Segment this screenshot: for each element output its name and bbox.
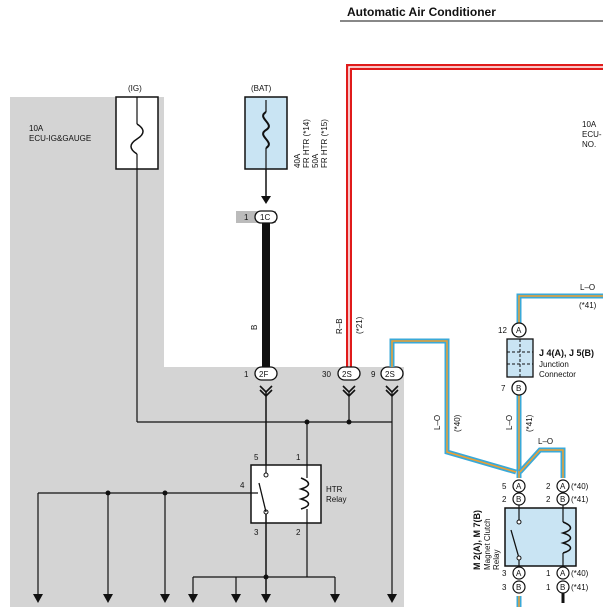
htr-pin-2: 2	[296, 528, 301, 537]
fuse-right-l2: ECU-	[582, 130, 602, 139]
mc-br1-pin: 1	[546, 569, 551, 578]
htr-name2: Relay	[326, 495, 346, 504]
junction-pin-top: 12	[498, 326, 507, 335]
fuse-bat-symbol	[262, 111, 270, 149]
c2s-a-code: 2S	[342, 370, 352, 379]
junction-name: J 4(A), J 5(B)	[539, 348, 594, 358]
mc-tr2-pin: 2	[546, 495, 551, 504]
mc-br2-pin: 1	[546, 583, 551, 592]
wire-lo-3-label: L–O	[538, 437, 553, 446]
junction-code-top: A	[516, 326, 522, 335]
mc-bl1-code: A	[516, 569, 522, 578]
junction-sub1: Junction	[539, 360, 569, 369]
fuse-bat-l4: FR HTR (*15)	[320, 119, 329, 168]
mc-coil	[560, 521, 572, 554]
wire-rb-label: R–B	[335, 318, 344, 334]
mc-tl2-pin: 2	[502, 495, 507, 504]
htr-pin-3: 3	[254, 528, 259, 537]
mc-br1-code: A	[560, 569, 566, 578]
wire-lo-2-label: L–O	[505, 415, 514, 430]
wire-lo-2-note: (*41)	[525, 414, 534, 432]
connector-2s-a	[337, 366, 361, 381]
fuse-bat-l3: 50A	[311, 153, 320, 168]
mc-bl1-pin: 3	[502, 569, 507, 578]
fuse-bat-source: (BAT)	[251, 84, 272, 93]
fuse-ig-name: ECU-IG&GAUGE	[29, 134, 91, 143]
fuse-bat-l1: 40A	[293, 153, 302, 168]
htr-pin-1: 1	[296, 453, 301, 462]
fuse-ig-symbol	[130, 123, 144, 155]
wire-rb-note: (*21)	[355, 316, 364, 334]
mc-tl2-code: B	[516, 495, 521, 504]
wire-lo-1-label: L–O	[433, 415, 442, 430]
connector-2f	[254, 366, 278, 381]
mc-tr2-note: (*41)	[571, 495, 589, 504]
junction-terminal-top	[511, 322, 527, 338]
mc-tl1-code: A	[516, 482, 522, 491]
wire-rb	[346, 64, 603, 367]
htr-pin-4: 4	[240, 481, 245, 490]
c2s-b-code: 2S	[385, 370, 395, 379]
c2s-a-pin: 30	[322, 370, 331, 379]
htr-pin-5: 5	[254, 453, 259, 462]
fuse-bat-l2: FR HTR (*14)	[302, 119, 311, 168]
junction-code-bot: B	[516, 384, 521, 393]
wire-lo-top-note: (*41)	[579, 301, 597, 310]
mc-tl1-pin: 5	[502, 482, 507, 491]
htr-switch	[258, 482, 267, 513]
mc-tr1-pin: 2	[546, 482, 551, 491]
c2f-pin: 1	[244, 370, 249, 379]
mc-br2-note: (*41)	[571, 583, 589, 592]
wire-lo-1-note: (*40)	[453, 414, 462, 432]
mc-br1-note: (*40)	[571, 569, 589, 578]
c1c-pin: 1	[244, 213, 249, 222]
mc-br2-code: B	[560, 583, 565, 592]
fuse-right-l1: 10A	[582, 120, 597, 129]
junction-terminal-bot	[511, 380, 527, 396]
wire-lo-top-label: L–O	[580, 283, 595, 292]
mc-name3: Relay	[492, 550, 501, 570]
mc-bl2-pin: 3	[502, 583, 507, 592]
fuse-ig-rating: 10A	[29, 124, 44, 133]
wire-b-label: B	[250, 325, 259, 330]
htr-coil	[298, 477, 310, 510]
fuse-ig-source: (IG)	[128, 84, 142, 93]
c2s-b-pin: 9	[371, 370, 376, 379]
wire-lo	[389, 293, 603, 607]
shaded-area	[10, 97, 404, 607]
htr-relay-box	[250, 464, 322, 524]
bottom-arrows	[33, 594, 340, 603]
mc-switch	[510, 529, 520, 559]
mc-tr1-code: A	[560, 482, 566, 491]
fuse-right-l3: NO.	[582, 140, 596, 149]
page-title: Automatic Air Conditioner	[347, 5, 496, 19]
mc-name2: Magnet Clutch	[483, 518, 492, 570]
mc-bl2-code: B	[516, 583, 521, 592]
mc-name1: M 2(A), M 7(B)	[472, 510, 482, 570]
magnet-clutch-relay-box	[504, 507, 577, 567]
junction-pin-bot: 7	[501, 384, 506, 393]
c2f-code: 2F	[259, 370, 268, 379]
c1c-code: 1C	[260, 213, 270, 222]
junction-sub2: Connector	[539, 370, 576, 379]
htr-name1: HTR	[326, 485, 343, 494]
mc-tr2-code: B	[560, 495, 565, 504]
mc-tr1-note: (*40)	[571, 482, 589, 491]
